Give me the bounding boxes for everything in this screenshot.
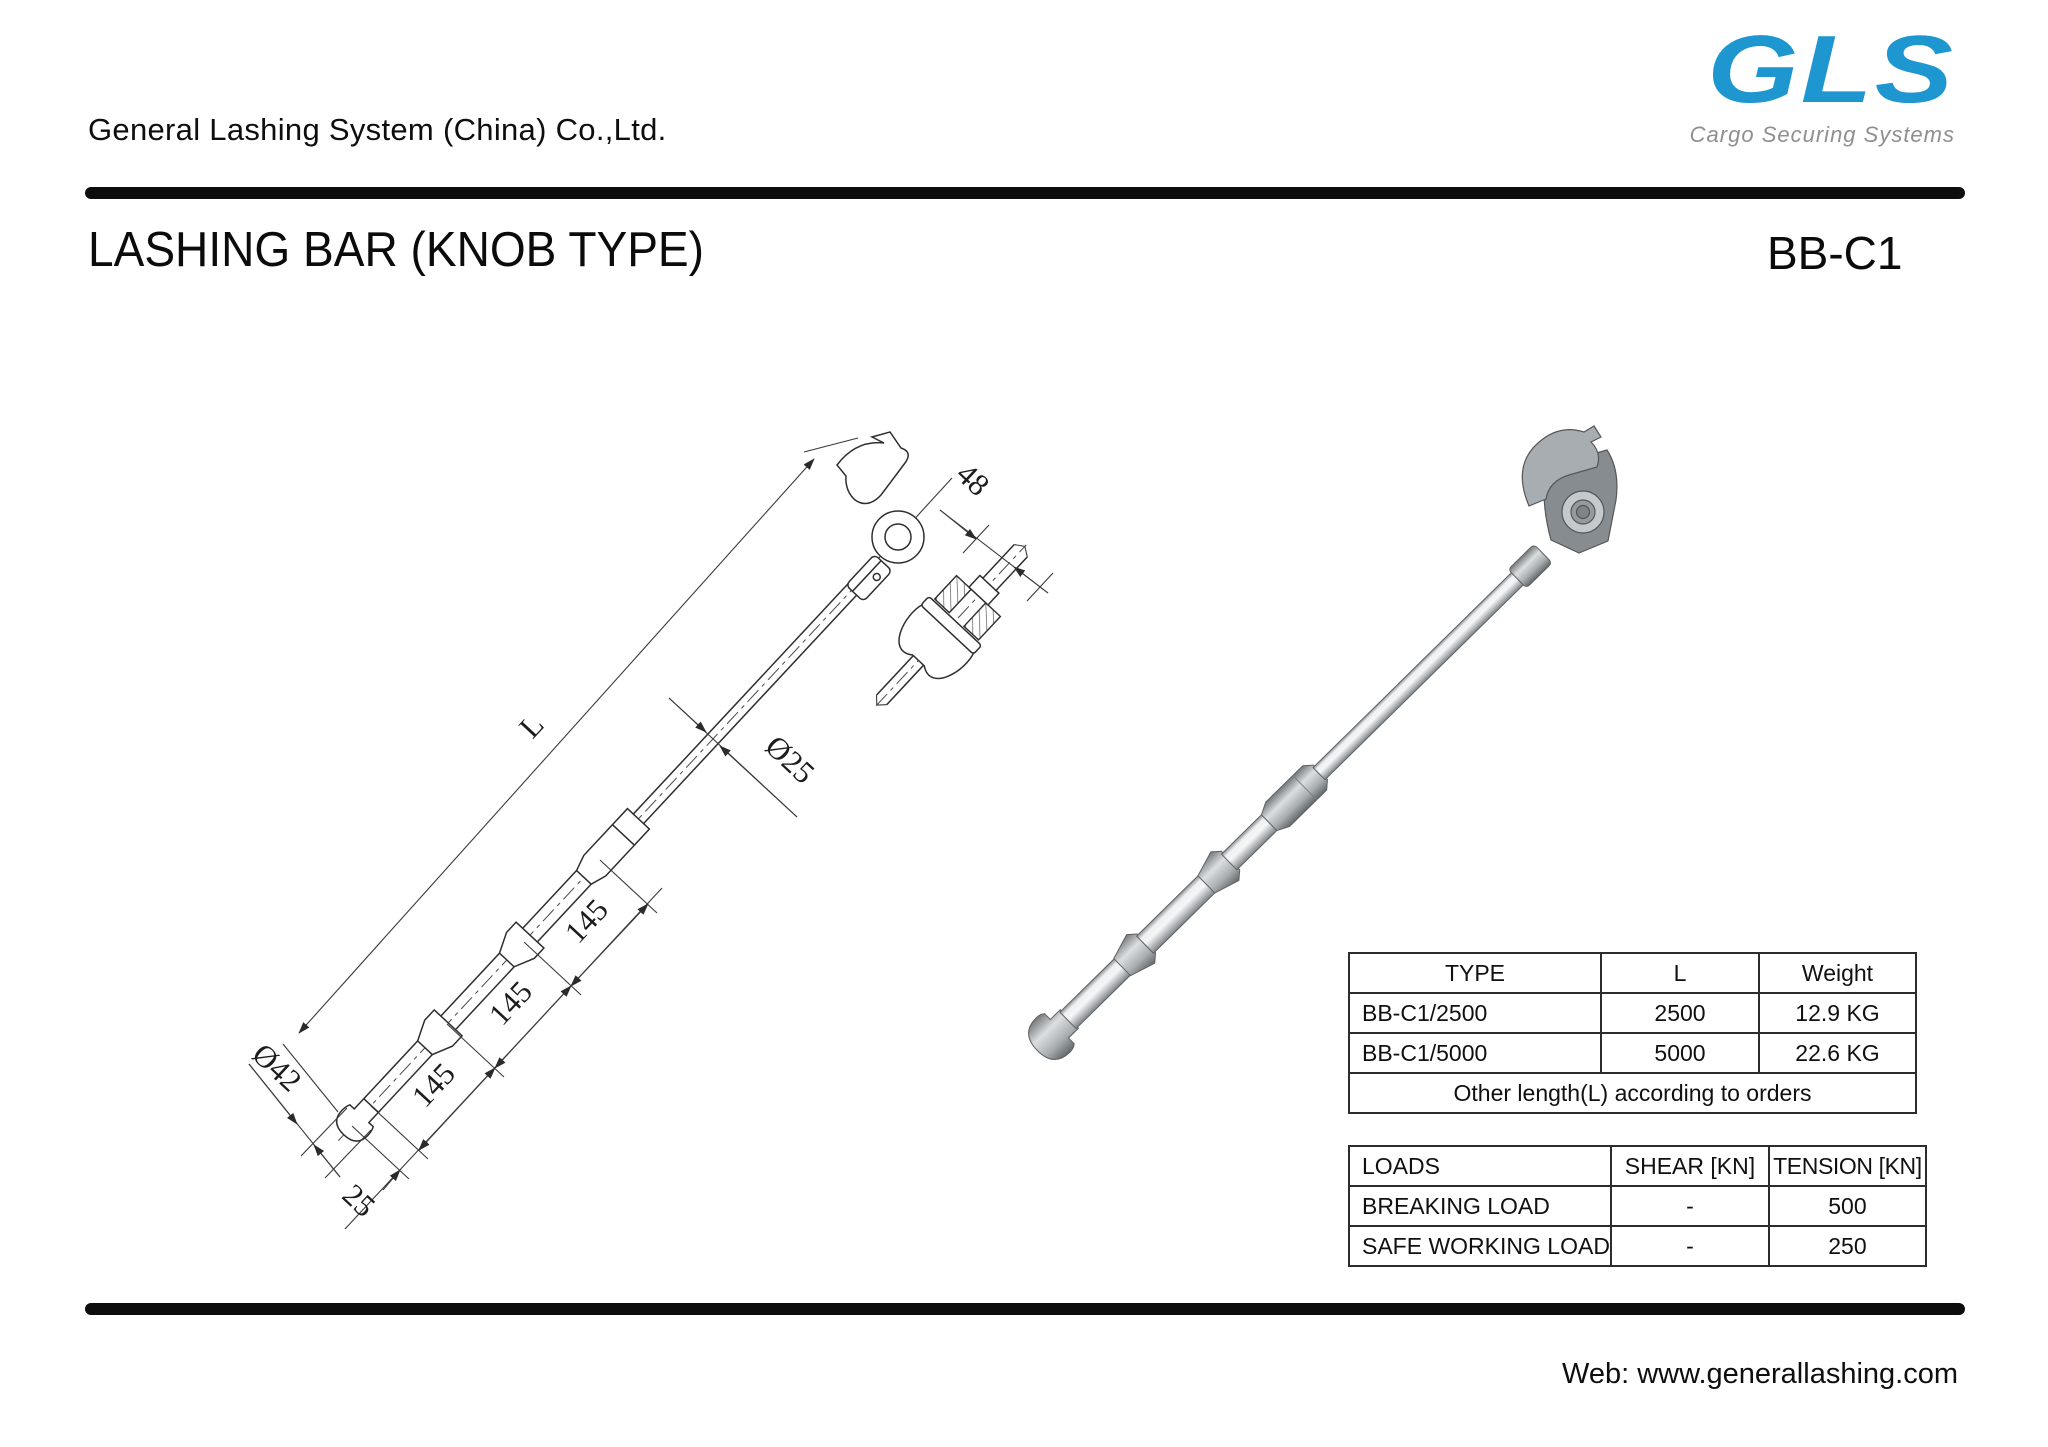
spec-header-type: TYPE [1348, 952, 1602, 994]
table-cell: - [1609, 1225, 1770, 1267]
table-row: TYPE L Weight [1348, 952, 1917, 994]
svg-text:L: L [512, 707, 551, 745]
dim-shaft-diameter: Ø25 [668, 697, 822, 818]
table-cell: 2500 [1600, 992, 1760, 1034]
product-photo [1028, 425, 1618, 1060]
loads-header-tension: TENSION [KN] [1767, 1145, 1927, 1187]
spec-header-l: L [1600, 952, 1760, 994]
table-cell: BB-C1/2500 [1348, 992, 1602, 1034]
table-row: SAFE WORKING LOAD - 250 [1348, 1225, 1927, 1267]
table-cell: 12.9 KG [1758, 992, 1917, 1034]
table-cell: - [1609, 1185, 1770, 1227]
company-name: General Lashing System (China) Co.,Ltd. [88, 112, 667, 147]
table-cell: SAFE WORKING LOAD [1348, 1225, 1612, 1267]
model-code: BB-C1 [1767, 227, 1903, 279]
spec-header-weight: Weight [1758, 952, 1917, 994]
svg-text:Ø25: Ø25 [759, 728, 822, 790]
loads-table: LOADS SHEAR [KN] TENSION [KN] BREAKING L… [1348, 1145, 1927, 1267]
spec-table: TYPE L Weight BB-C1/2500 2500 12.9 KG BB… [1348, 952, 1917, 1114]
svg-text:48: 48 [950, 456, 997, 503]
logo-gls-wordmark: GLS [1706, 16, 1955, 123]
table-cell: 5000 [1600, 1032, 1760, 1074]
drawing-knob-head [836, 431, 953, 601]
table-cell: BREAKING LOAD [1348, 1185, 1612, 1227]
loads-header-shear: SHEAR [KN] [1609, 1145, 1770, 1187]
company-logo: GLS Cargo Securing Systems [1595, 22, 1955, 148]
table-row: BB-C1/5000 5000 22.6 KG [1348, 1032, 1917, 1074]
table-cell: 500 [1767, 1185, 1927, 1227]
svg-text:145: 145 [558, 892, 615, 950]
svg-text:25: 25 [336, 1177, 383, 1224]
lashing-bar-line-drawing: L Ø25 48 [246, 431, 1054, 1230]
svg-text:145: 145 [405, 1056, 462, 1114]
svg-text:Ø42: Ø42 [246, 1036, 309, 1098]
svg-text:145: 145 [482, 974, 539, 1032]
loads-header-loads: LOADS [1348, 1145, 1612, 1187]
table-cell: 22.6 KG [1758, 1032, 1917, 1074]
table-row: BB-C1/2500 2500 12.9 KG [1348, 992, 1917, 1034]
dim-length: L [282, 437, 859, 1113]
table-cell: 250 [1767, 1225, 1927, 1267]
top-divider-rule [85, 187, 1965, 199]
table-row: LOADS SHEAR [KN] TENSION [KN] [1348, 1145, 1927, 1187]
table-row: BREAKING LOAD - 500 [1348, 1185, 1927, 1227]
page-title: LASHING BAR (KNOB TYPE) [88, 223, 704, 277]
table-cell: BB-C1/5000 [1348, 1032, 1602, 1074]
spec-note: Other length(L) according to orders [1348, 1072, 1917, 1114]
bottom-divider-rule [85, 1303, 1965, 1315]
table-row: Other length(L) according to orders [1348, 1072, 1917, 1114]
drawing-section-detail [875, 544, 1028, 707]
website-text: Web: www.generallashing.com [1562, 1358, 1958, 1390]
logo-tagline: Cargo Securing Systems [1689, 122, 1955, 147]
dim-segment-chain: 25 145 145 145 [336, 859, 663, 1230]
